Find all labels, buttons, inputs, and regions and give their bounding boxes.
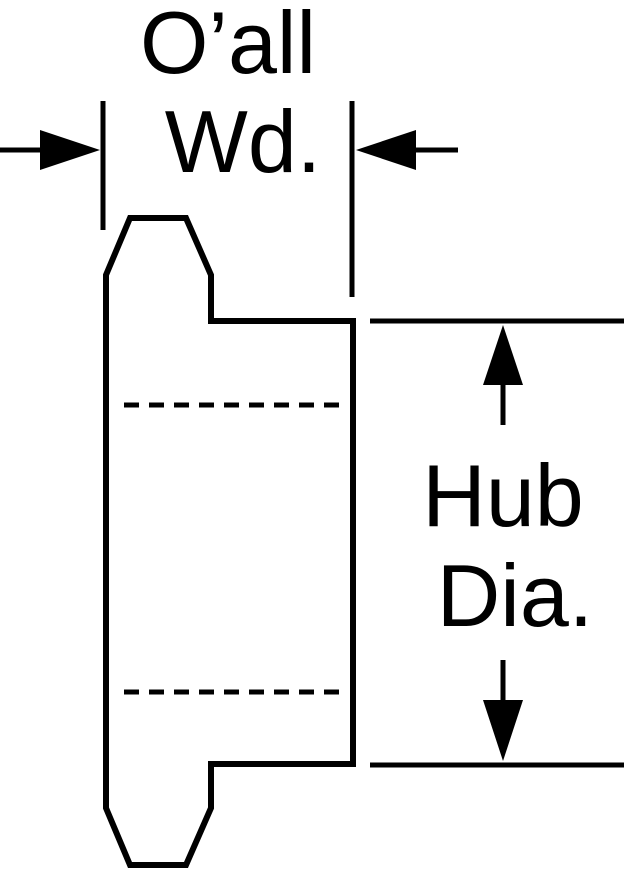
hub-arrow-down-head: [483, 700, 523, 761]
sprocket-outline: [103, 215, 356, 868]
overall-width-label-line2: Wd.: [165, 92, 321, 191]
overall-width-label-line1: O’all: [140, 0, 316, 92]
hub-diameter-label-line1: Hub: [422, 446, 583, 545]
hub-arrow-up-head: [483, 325, 523, 385]
width-arrow-right-head: [356, 130, 416, 170]
hub-diameter-label-line2: Dia.: [437, 546, 594, 645]
width-arrow-left-head: [40, 130, 100, 170]
